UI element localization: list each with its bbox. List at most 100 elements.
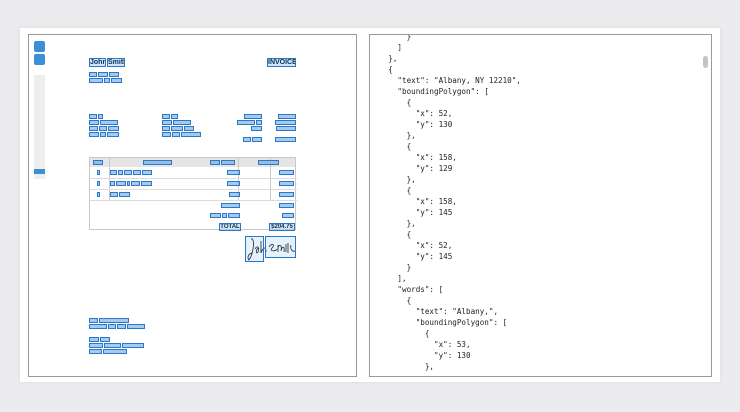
- ocr-box[interactable]: [104, 78, 110, 83]
- ocr-box[interactable]: [109, 72, 119, 77]
- ocr-box[interactable]: [118, 170, 123, 175]
- ocr-box[interactable]: [122, 343, 144, 348]
- ocr-box-total-value[interactable]: $204.75: [269, 223, 295, 231]
- ocr-box[interactable]: [89, 324, 107, 329]
- ocr-box[interactable]: [108, 126, 119, 131]
- ocr-box[interactable]: [127, 181, 130, 186]
- ocr-box[interactable]: [104, 343, 121, 348]
- ocr-box[interactable]: [131, 181, 140, 186]
- json-result-panel[interactable]: } ] }, { "text": "Albany, NY 12210", "bo…: [369, 34, 712, 377]
- ocr-box[interactable]: [221, 203, 240, 208]
- ocr-box[interactable]: [227, 181, 240, 186]
- ocr-box[interactable]: [89, 114, 97, 119]
- ocr-box[interactable]: [98, 114, 103, 119]
- ocr-box-invoice-title[interactable]: INVOICE: [267, 58, 296, 67]
- ocr-box[interactable]: [98, 72, 108, 77]
- ocr-box[interactable]: [97, 170, 100, 175]
- ocr-box[interactable]: [275, 137, 296, 142]
- ocr-box[interactable]: [227, 170, 240, 175]
- ocr-box[interactable]: [116, 181, 126, 186]
- ocr-box[interactable]: [172, 132, 180, 137]
- ocr-box[interactable]: [100, 132, 106, 137]
- ocr-box[interactable]: [89, 349, 102, 354]
- ocr-box[interactable]: [97, 192, 100, 197]
- ocr-box[interactable]: [110, 170, 117, 175]
- ocr-box[interactable]: [210, 160, 220, 165]
- ocr-box[interactable]: [143, 160, 172, 165]
- ocr-box[interactable]: [89, 72, 97, 77]
- ocr-box-name-last[interactable]: Smith: [107, 58, 125, 67]
- ocr-box[interactable]: [142, 170, 152, 175]
- ocr-box[interactable]: [276, 126, 296, 131]
- ocr-box[interactable]: [162, 126, 170, 131]
- ocr-box[interactable]: [107, 132, 119, 137]
- ocr-box[interactable]: [279, 192, 294, 197]
- ocr-box[interactable]: [103, 349, 127, 354]
- code-line: },: [370, 131, 416, 140]
- ocr-box[interactable]: [99, 318, 129, 323]
- ocr-box[interactable]: [173, 120, 191, 125]
- code-line: {: [370, 329, 430, 338]
- ocr-box[interactable]: [100, 120, 118, 125]
- code-line: "y": 130: [370, 351, 471, 360]
- code-line: "y": 145: [370, 252, 453, 261]
- ocr-box-name-first[interactable]: John: [89, 58, 106, 67]
- ocr-box[interactable]: [252, 137, 262, 142]
- ocr-box[interactable]: [97, 181, 100, 186]
- ocr-box[interactable]: [210, 213, 221, 218]
- ocr-box[interactable]: [279, 181, 294, 186]
- ocr-box[interactable]: [258, 160, 279, 165]
- ocr-box[interactable]: [99, 126, 107, 131]
- ocr-box-total-label[interactable]: TOTAL: [219, 223, 241, 231]
- ocr-box[interactable]: [93, 160, 103, 165]
- ocr-box[interactable]: [110, 192, 118, 197]
- ocr-box-signature-last[interactable]: [265, 236, 296, 258]
- ocr-box[interactable]: [89, 78, 103, 83]
- ocr-box[interactable]: [111, 78, 122, 83]
- ocr-box[interactable]: [89, 132, 99, 137]
- page-scroll-track[interactable]: [34, 75, 45, 179]
- ocr-box[interactable]: [162, 132, 171, 137]
- ocr-box[interactable]: [117, 324, 126, 329]
- ocr-box[interactable]: [127, 324, 145, 329]
- document-preview-panel[interactable]: John Smith INVOICE: [28, 34, 357, 377]
- ocr-box[interactable]: [279, 203, 294, 208]
- ocr-box[interactable]: [184, 126, 194, 131]
- ocr-box[interactable]: [256, 120, 262, 125]
- ocr-box[interactable]: [279, 170, 294, 175]
- ocr-box[interactable]: [221, 160, 235, 165]
- ocr-box[interactable]: [133, 170, 141, 175]
- json-scrollbar-track[interactable]: [703, 45, 710, 373]
- ocr-box[interactable]: [237, 120, 255, 125]
- ocr-box[interactable]: [171, 126, 183, 131]
- ocr-box[interactable]: [229, 192, 240, 197]
- ocr-box[interactable]: [162, 114, 170, 119]
- json-scrollbar-thumb[interactable]: [703, 56, 708, 68]
- ocr-box[interactable]: [162, 120, 172, 125]
- ocr-box[interactable]: [228, 213, 240, 218]
- ocr-box[interactable]: [110, 181, 115, 186]
- ocr-box[interactable]: [278, 114, 296, 119]
- page-scroll-thumb[interactable]: [34, 169, 45, 174]
- ocr-box[interactable]: [89, 337, 99, 342]
- ocr-box[interactable]: [251, 126, 262, 131]
- ocr-box[interactable]: [89, 343, 103, 348]
- ocr-box[interactable]: [124, 170, 132, 175]
- ocr-box[interactable]: [222, 213, 227, 218]
- ocr-box[interactable]: [243, 137, 251, 142]
- ocr-box[interactable]: [89, 126, 98, 131]
- ocr-box[interactable]: [119, 192, 130, 197]
- ocr-box[interactable]: [108, 324, 116, 329]
- page-down-button[interactable]: [34, 54, 45, 65]
- ocr-box[interactable]: [181, 132, 201, 137]
- ocr-box[interactable]: [171, 114, 178, 119]
- ocr-box[interactable]: [141, 181, 152, 186]
- page-up-button[interactable]: [34, 41, 45, 52]
- ocr-box-signature-first[interactable]: [245, 236, 264, 262]
- ocr-box[interactable]: [275, 120, 296, 125]
- ocr-box[interactable]: [100, 337, 110, 342]
- ocr-box[interactable]: [282, 213, 294, 218]
- ocr-box[interactable]: [89, 318, 98, 323]
- ocr-box[interactable]: [89, 120, 99, 125]
- ocr-box[interactable]: [244, 114, 262, 119]
